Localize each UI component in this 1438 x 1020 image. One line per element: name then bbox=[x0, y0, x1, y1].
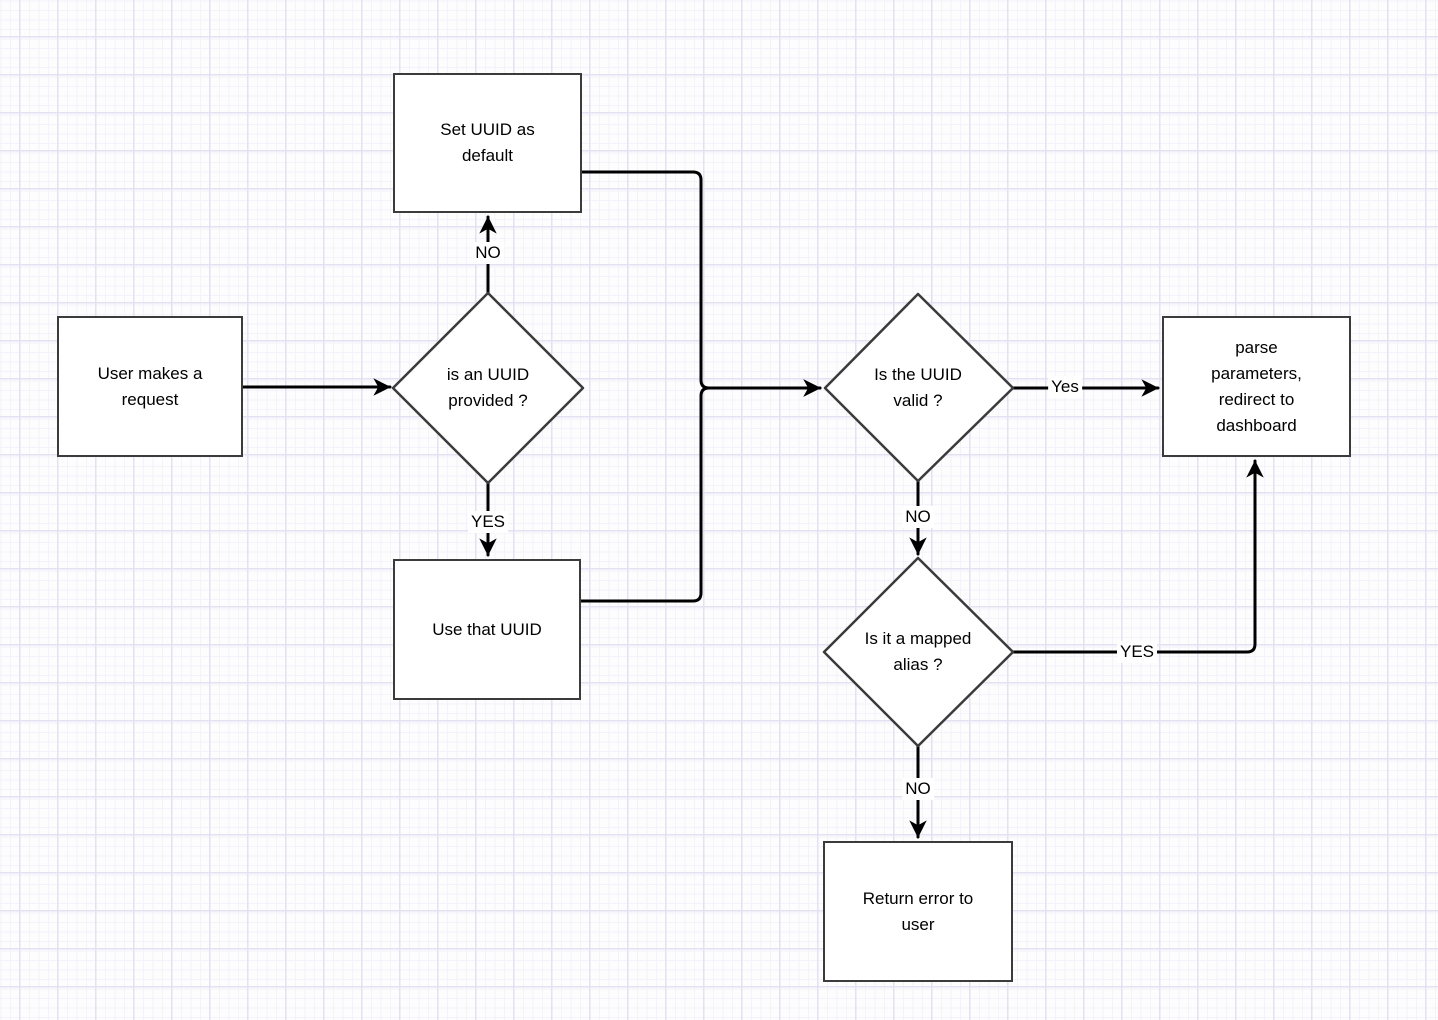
node-use-that-uuid[interactable]: Use that UUID bbox=[393, 559, 581, 700]
node-parse-parameters[interactable]: parse parameters, redirect to dashboard bbox=[1162, 316, 1351, 457]
edge-label-alias-yes[interactable]: YES bbox=[1116, 641, 1158, 663]
node-user-request[interactable]: User makes a request bbox=[57, 316, 243, 457]
edge-label-provided-yes[interactable]: YES bbox=[467, 511, 509, 533]
edge-label-provided-no[interactable]: NO bbox=[472, 242, 504, 264]
node-parse-parameters-label: parse parameters, redirect to dashboard bbox=[1211, 337, 1302, 435]
node-return-error-label: Return error to user bbox=[862, 888, 974, 934]
edge-label-alias-no[interactable]: NO bbox=[902, 778, 934, 800]
node-user-request-label: User makes a request bbox=[97, 363, 203, 409]
edge-use-uuid-to-uuid-valid[interactable] bbox=[579, 379, 822, 603]
edge-label-valid-no[interactable]: NO bbox=[902, 506, 934, 528]
edge-set-default-to-uuid-valid[interactable] bbox=[580, 170, 822, 397]
node-use-that-uuid-label: Use that UUID bbox=[432, 619, 542, 639]
node-uuid-valid-shape[interactable] bbox=[823, 292, 1015, 483]
node-set-uuid-default[interactable]: Set UUID as default bbox=[393, 73, 582, 213]
node-uuid-provided-shape[interactable] bbox=[391, 291, 585, 485]
node-return-error[interactable]: Return error to user bbox=[823, 841, 1013, 982]
node-mapped-alias-shape[interactable] bbox=[822, 556, 1015, 748]
edge-mapped-alias-yes-to-parse[interactable] bbox=[1011, 459, 1264, 654]
edge-label-valid-yes[interactable]: Yes bbox=[1048, 376, 1082, 398]
node-set-uuid-default-label: Set UUID as default bbox=[440, 120, 535, 165]
